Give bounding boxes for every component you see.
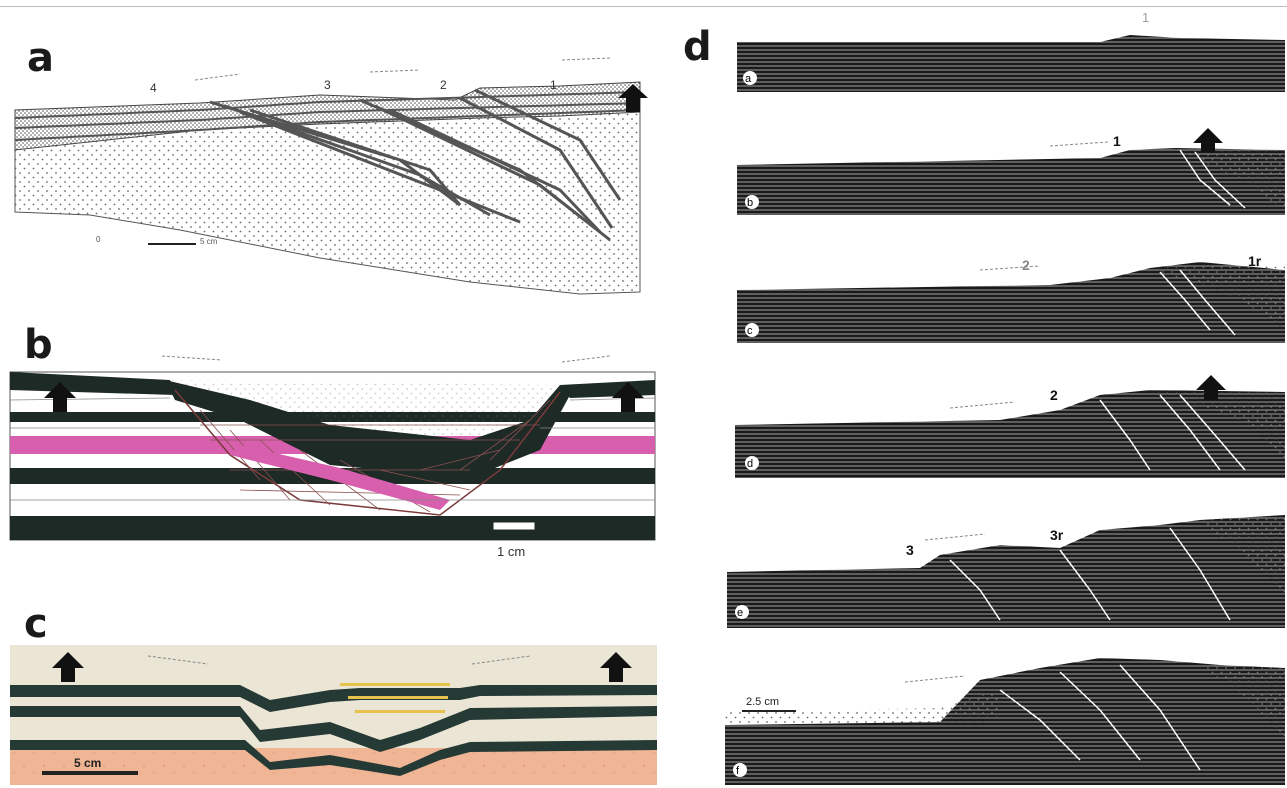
panel-a-scale-zero: 0 <box>96 235 101 244</box>
panel-d-step-f: 2.5 cm f <box>725 658 1285 785</box>
panel-d-step-b: 1 b <box>737 128 1285 215</box>
panel-c-scale-text: 5 cm <box>74 756 101 770</box>
panel-d-step-c: 2 1r c <box>737 253 1285 343</box>
panel-d-step-b-fault-1: 1 <box>1113 133 1121 149</box>
panel-a-diagram: 4 3 2 1 0 5 cm <box>15 58 648 294</box>
panel-a-fault-4: 4 <box>150 81 157 95</box>
panel-d-step-d-fault-2: 2 <box>1050 387 1058 403</box>
panel-d-step-c-fault-2: 2 <box>1022 257 1030 273</box>
panel-a-fault-3: 3 <box>324 78 331 92</box>
panel-d-step-e-fault-3: 3 <box>906 542 914 558</box>
panel-a-scale-text: 5 cm <box>200 237 218 246</box>
panel-c-sand-base <box>10 748 657 785</box>
panel-d-step-d-label: d <box>747 458 753 470</box>
panel-d-step-e: 3 3r e <box>727 515 1285 628</box>
panel-d-step-c-label: c <box>747 325 753 337</box>
panel-b-scale-text: 1 cm <box>497 544 525 559</box>
panel-d-step-a-label: a <box>745 73 752 85</box>
panel-c-photo: 5 cm <box>10 645 657 785</box>
panel-d-step-b-arrow <box>1193 128 1223 152</box>
panel-d-scale-text: 2.5 cm <box>746 696 779 708</box>
panel-d-top-number: 1 <box>1142 10 1149 25</box>
panel-d-diagram: 1 a 1 b 2 1r c <box>725 10 1285 785</box>
panel-b-motion-arrows <box>162 356 610 362</box>
panel-d-step-a: a <box>737 35 1285 92</box>
panel-d-step-b-label: b <box>747 197 753 209</box>
panel-a-motion-arrows <box>195 58 610 80</box>
panel-d-step-c-fault-1r: 1r <box>1248 253 1262 269</box>
panel-d-step-e-fault-3r: 3r <box>1050 527 1064 543</box>
panel-a-fault-1: 1 <box>550 78 557 92</box>
panel-d-step-d: 2 d <box>735 375 1285 478</box>
panel-d-step-e-label: e <box>737 607 743 619</box>
panel-a-fault-2: 2 <box>440 78 447 92</box>
panel-b-diagram: 1 cm <box>10 356 655 559</box>
panel-b-scale-bar <box>494 523 534 529</box>
